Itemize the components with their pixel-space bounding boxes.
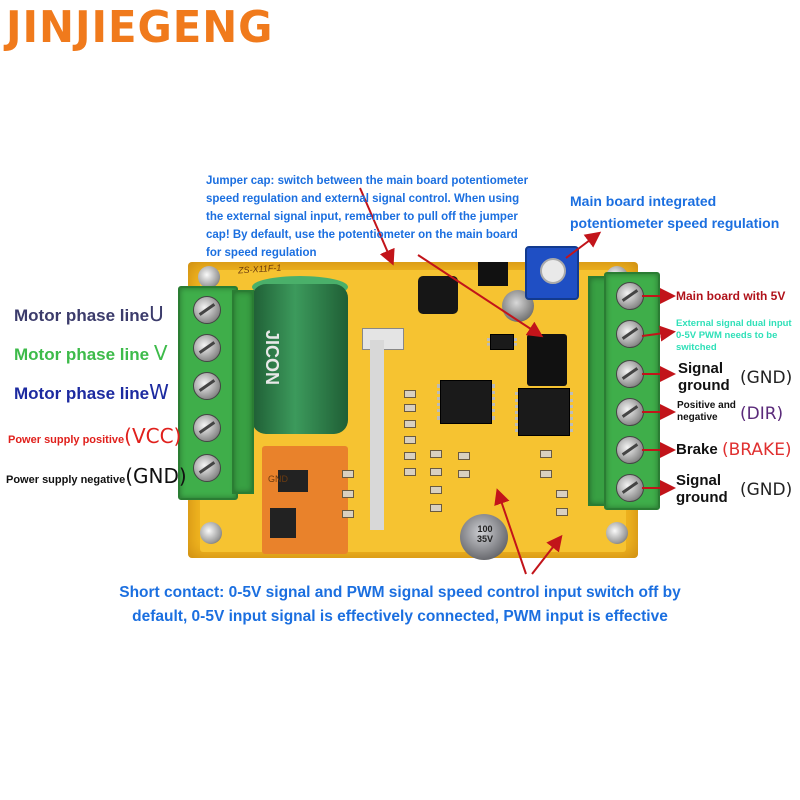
diode-d11 <box>278 470 308 492</box>
ic-chip-2 <box>515 388 573 436</box>
resistor <box>556 508 568 516</box>
potentiometer-callout-line1: Main board integrated <box>570 193 717 209</box>
resistor <box>430 450 442 458</box>
mosfet <box>270 508 296 538</box>
label-dir-suffix: (DIR) <box>740 404 784 424</box>
label-power-negative: Power supply negative(GND) <box>6 464 187 488</box>
resistor <box>342 470 354 478</box>
label-motor-phase-u: Motor phase lineU <box>14 302 164 326</box>
terminal-screw-v[interactable] <box>193 334 221 362</box>
resistor <box>404 436 416 444</box>
potentiometer-callout-line2: potentiometer speed regulation <box>570 215 780 231</box>
label-motor-phase-w: Motor phase lineW <box>14 380 169 404</box>
brand-title: JINJIEGENG <box>6 2 274 53</box>
signal-terminal-block <box>604 272 660 510</box>
resistor <box>404 420 416 428</box>
inductor <box>418 276 458 314</box>
resistor <box>458 470 470 478</box>
mount-hole-bottom-left <box>200 522 222 544</box>
resistor <box>342 510 354 518</box>
resistor <box>430 486 442 494</box>
label-signal-ground-2: Signal ground <box>676 472 728 506</box>
arrow-potentiometer <box>565 231 602 259</box>
terminal-block-side <box>232 290 254 494</box>
terminal-screw-w[interactable] <box>193 372 221 400</box>
mount-hole-bottom-right <box>606 522 628 544</box>
resistor <box>556 490 568 498</box>
terminal-screw-u[interactable] <box>193 296 221 324</box>
resistor <box>342 490 354 498</box>
potentiometer-knob[interactable] <box>540 258 566 284</box>
resistor <box>458 452 470 460</box>
small-capacitor-label: 100 35V <box>476 524 493 544</box>
terminal-screw-gnd[interactable] <box>193 454 221 482</box>
electrolytic-capacitor-small <box>460 514 508 560</box>
short-contact-callout-line2: default, 0-5V input signal is effectivel… <box>132 608 668 625</box>
pin-header <box>478 262 508 286</box>
jumper-cap-callout: Jumper cap: switch between the main boar… <box>206 175 529 259</box>
arrow-short-contact-2 <box>531 534 563 575</box>
mount-hole-top-left <box>198 266 220 288</box>
resistor <box>540 470 552 478</box>
resistor <box>404 452 416 460</box>
label-motor-phase-v: Motor phase line V <box>14 341 168 365</box>
current-sense-wire <box>370 340 384 530</box>
resistor <box>404 390 416 398</box>
ic-chip-3 <box>487 334 517 350</box>
short-contact-callout-line1: Short contact: 0-5V signal and PWM signa… <box>119 584 681 601</box>
arrow-signal <box>641 325 676 342</box>
jumper-cap[interactable] <box>527 334 567 386</box>
label-brake-suffix: (BRAKE) <box>722 440 792 460</box>
label-main-board-5v: Main board with 5V <box>676 289 786 303</box>
gnd-silkscreen: GND <box>268 474 288 484</box>
terminal-screw-brake[interactable] <box>616 436 644 464</box>
label-power-positive: Power supply positive(VCC) <box>8 424 182 448</box>
resistor <box>430 504 442 512</box>
arrow-short-contact-1 <box>494 488 527 575</box>
label-signal-ground-2-suffix: (GND) <box>740 480 793 500</box>
resistor <box>404 404 416 412</box>
label-signal-ground-1: Signal ground <box>678 360 730 394</box>
label-positive-negative: Positive and negative <box>677 400 736 423</box>
resistor <box>404 468 416 476</box>
electrolytic-capacitor-large <box>252 284 348 434</box>
resistor <box>430 468 442 476</box>
arrow-jumper-cap <box>417 254 544 338</box>
ic-chip-1 <box>437 380 495 424</box>
terminal-screw-dir[interactable] <box>616 398 644 426</box>
resistor <box>540 450 552 458</box>
label-brake: Brake <box>676 441 718 458</box>
terminal-screw-vcc[interactable] <box>193 414 221 442</box>
arrow-jumper-header <box>359 187 395 266</box>
terminal-screw-signal[interactable] <box>616 320 644 348</box>
label-external-signal: External signal dual input 0-5V PWM need… <box>676 318 792 353</box>
label-signal-ground-1-suffix: (GND) <box>740 368 793 388</box>
